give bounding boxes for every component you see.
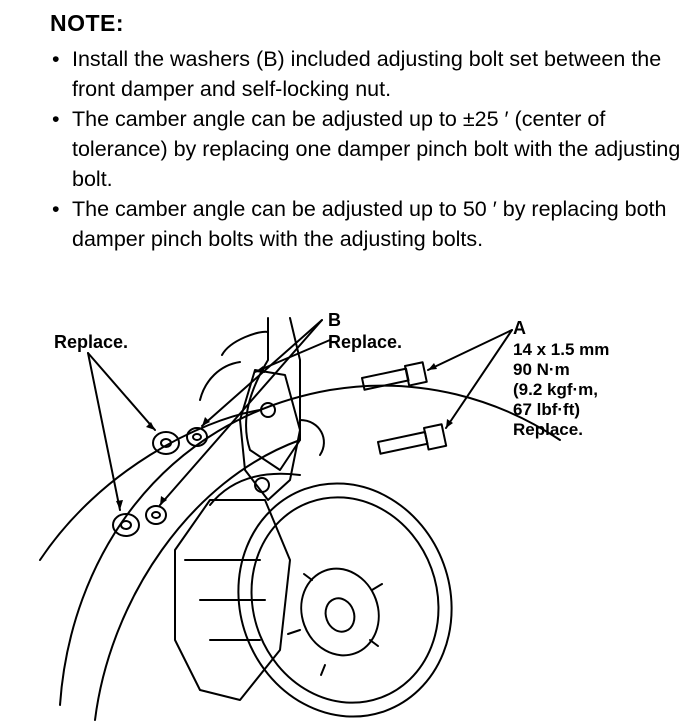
note-bullet-one-bolt: The camber angle can be adjusted up to ±… bbox=[52, 104, 682, 194]
leader-left-replace-lower bbox=[87, 352, 121, 511]
lower-adjusting-bolt bbox=[377, 423, 448, 455]
damper-strut bbox=[245, 317, 301, 471]
a-spec-replace: Replace. bbox=[513, 420, 583, 439]
left-replace-label: Replace. bbox=[54, 332, 129, 352]
hub bbox=[300, 567, 380, 657]
wheel-well-outline bbox=[59, 384, 561, 706]
a-bolt-spec: 14 x 1.5 mm 90 N·m (9.2 kgf·m, 67 lbf·ft… bbox=[513, 340, 609, 440]
a-spec-torque-lbfft: 67 lbf·ft) bbox=[513, 400, 581, 419]
leader-b-upper bbox=[201, 319, 323, 427]
damper-knuckle-illustration bbox=[39, 317, 561, 721]
fender-outline bbox=[94, 439, 301, 721]
note-bullet-both-bolts: The camber angle can be adjusted up to 5… bbox=[52, 194, 682, 254]
note-title: NOTE: bbox=[50, 10, 125, 36]
upper-adjusting-bolt bbox=[361, 361, 428, 391]
leader-b-lower bbox=[159, 319, 323, 506]
note-bullet-list: Install the washers (B) included adjusti… bbox=[52, 44, 682, 254]
leader-b-replace bbox=[254, 339, 331, 373]
knuckle-bracket bbox=[239, 369, 301, 501]
upper-self-locking-nut bbox=[152, 431, 180, 455]
leader-a-lower bbox=[445, 329, 513, 429]
brake-disc bbox=[237, 482, 453, 718]
note-bullet-washers: Install the washers (B) included adjusti… bbox=[52, 44, 682, 104]
leader-left-replace-upper bbox=[87, 352, 156, 431]
leader-a-upper bbox=[427, 329, 513, 371]
lower-washer bbox=[145, 505, 167, 525]
lower-self-locking-nut bbox=[112, 513, 140, 537]
a-callout-letter: A bbox=[513, 318, 526, 338]
a-spec-torque-kgfm: (9.2 kgf·m, bbox=[513, 380, 599, 399]
upper-washer bbox=[186, 427, 208, 447]
a-spec-size: 14 x 1.5 mm bbox=[513, 340, 610, 359]
brake-caliper bbox=[174, 499, 291, 701]
b-replace-label: Replace. bbox=[328, 332, 403, 352]
a-spec-torque-nm: 90 N·m bbox=[513, 360, 570, 379]
b-callout-letter: B bbox=[328, 310, 341, 330]
